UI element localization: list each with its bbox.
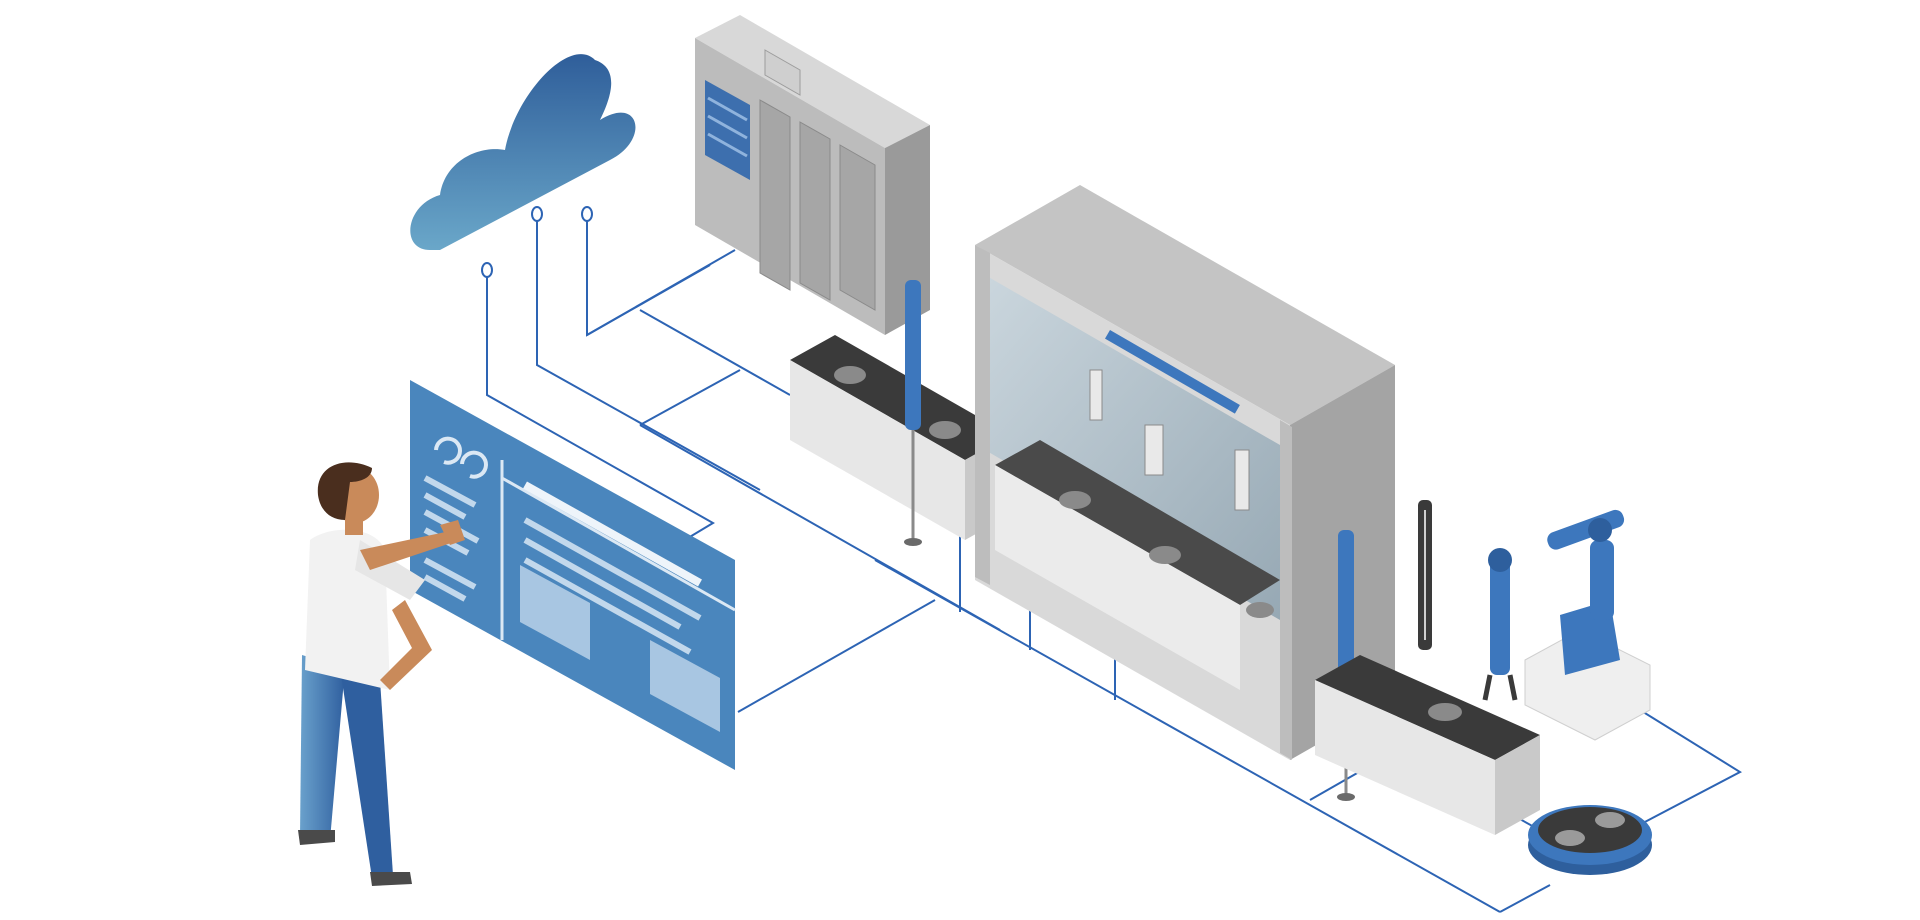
gauge-icon <box>460 450 488 479</box>
bottle-icon <box>1144 424 1164 476</box>
part-icon <box>1428 703 1462 721</box>
part-icon <box>1595 812 1625 828</box>
light-towers <box>904 280 1432 801</box>
tool-head-icon <box>1234 449 1250 511</box>
cloud-icon <box>410 54 636 251</box>
part-icon <box>834 366 866 384</box>
part-icon <box>1059 491 1091 509</box>
agv-icon <box>1528 805 1652 875</box>
light-tower-icon <box>905 280 921 430</box>
part-icon <box>1149 546 1181 564</box>
part-icon <box>1246 602 1274 618</box>
gauge-icon <box>434 436 462 465</box>
machine-enclosure-icon <box>975 185 1395 760</box>
server-cabinet-icon <box>695 15 930 335</box>
robot-arm-icon <box>1482 509 1651 741</box>
operator-person-icon <box>298 462 465 886</box>
gripper-icon <box>1482 674 1518 701</box>
tool-head-icon <box>1089 369 1103 421</box>
part-icon <box>1555 830 1585 846</box>
light-tower-icon <box>1338 530 1354 680</box>
part-icon <box>929 421 961 439</box>
dashboard-panel <box>410 380 736 770</box>
right-conveyor <box>1315 655 1540 835</box>
connection-pins <box>481 206 593 278</box>
